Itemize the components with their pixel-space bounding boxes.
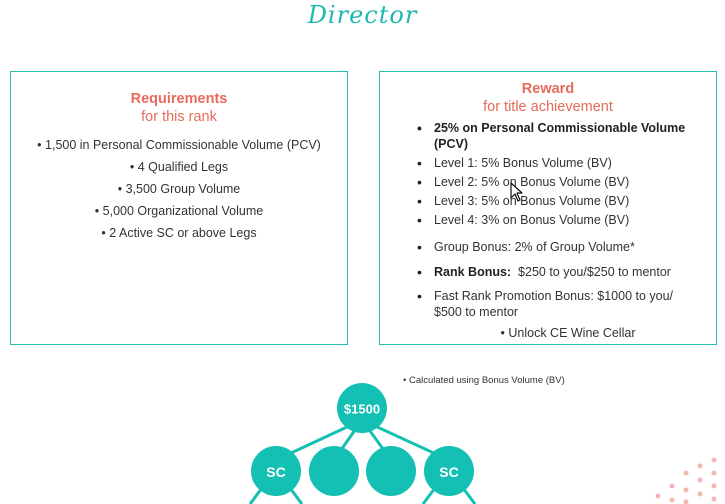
tree-connectors [248, 418, 477, 504]
footnote: Calculated using Bonus Volume (BV) [403, 374, 565, 388]
reward-item-fast-rank: Fast Rank Promotion Bonus: $1000 to you/… [417, 288, 716, 320]
reward-item-rank-bonus: Rank Bonus: $250 to you/$250 to mentor [417, 264, 716, 280]
tree-root-node: $1500 [337, 383, 387, 433]
connector-line [332, 419, 364, 461]
requirement-item: 3,500 Group Volume [11, 178, 347, 200]
connector-line [361, 418, 450, 462]
child-node-label: SC [439, 464, 458, 480]
reward-subtitle: for title achievement [483, 99, 613, 115]
connector-line [288, 487, 304, 504]
decorative-dots [655, 457, 717, 504]
requirement-item: 5,000 Organizational Volume [11, 200, 347, 222]
requirement-item: 2 Active SC or above Legs [11, 222, 347, 244]
requirement-item: 1,500 in Personal Commissionable Volume … [11, 134, 347, 156]
connector-line [360, 419, 393, 461]
reward-item-group-bonus: Group Bonus: 2% of Group Volume* [417, 239, 716, 255]
reward-item-level2: Level 2: 5% on Bonus Volume (BV) [417, 174, 716, 190]
rank-bonus-label: Rank Bonus: [434, 265, 512, 279]
reward-title: Reward [521, 81, 575, 97]
reward-item-level1: Level 1: 5% Bonus Volume (BV) [417, 155, 716, 171]
requirements-list: 1,500 in Personal Commissionable Volume … [11, 134, 347, 244]
connector-line [461, 487, 477, 504]
reward-item-pcv: 25% on Personal Commissionable Volume (P… [417, 120, 716, 152]
connector-line [275, 418, 363, 462]
requirements-subtitle: for this rank [141, 109, 217, 125]
mouse-pointer-icon [510, 182, 523, 202]
reward-item-level3: Level 3: 5% on Bonus Volume (BV) [417, 193, 716, 209]
rank-bonus-value: $250 to you/$250 to mentor [518, 265, 671, 279]
requirements-title: Requirements [130, 91, 228, 107]
connector-line [421, 487, 437, 504]
reward-item-unlock: Unlock CE Wine Cellar [380, 325, 716, 341]
tree-child-node: SC [424, 446, 474, 496]
rank-title: Director [307, 1, 418, 29]
requirement-item: 4 Qualified Legs [11, 156, 347, 178]
connector-line [248, 487, 264, 504]
requirements-card: Requirements for this rank 1,500 in Pers… [10, 71, 348, 345]
root-node-label: $1500 [344, 402, 380, 417]
reward-list: 25% on Personal Commissionable Volume (P… [380, 120, 716, 320]
reward-item-level4: Level 4: 3% on Bonus Volume (BV) [417, 212, 716, 228]
tree-child-node [309, 446, 359, 496]
tree-child-node: SC [251, 446, 301, 496]
reward-card: Reward for title achievement 25% on Pers… [379, 71, 717, 345]
child-node-label: SC [266, 464, 285, 480]
tree-child-node [366, 446, 416, 496]
